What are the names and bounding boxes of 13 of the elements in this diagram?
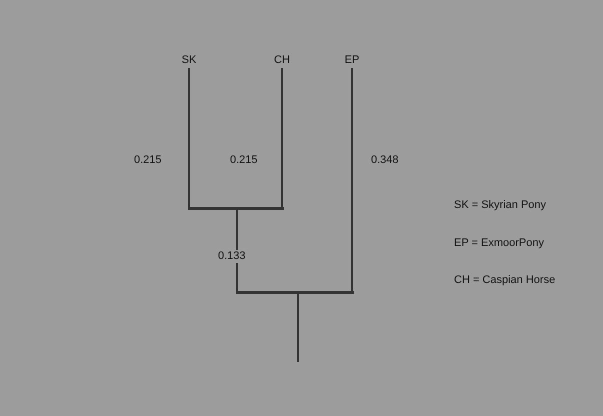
legend-text: EP = ExmoorPony bbox=[454, 237, 544, 250]
branch-junction-bar bbox=[188, 207, 284, 210]
tree-branch bbox=[297, 294, 299, 362]
branch-length-label: 0.133 bbox=[218, 250, 246, 263]
legend-text: SK = Skyrian Pony bbox=[454, 199, 546, 212]
leaf-label: CH bbox=[272, 52, 292, 68]
tree-branch bbox=[351, 68, 353, 291]
tree-branch bbox=[281, 68, 283, 207]
branch-junction-bar bbox=[236, 291, 354, 294]
leaf-label: SK bbox=[179, 52, 199, 68]
legend-text: CH = Caspian Horse bbox=[454, 274, 556, 287]
leaf-label: EP bbox=[342, 52, 362, 68]
tree-branch bbox=[188, 68, 190, 207]
